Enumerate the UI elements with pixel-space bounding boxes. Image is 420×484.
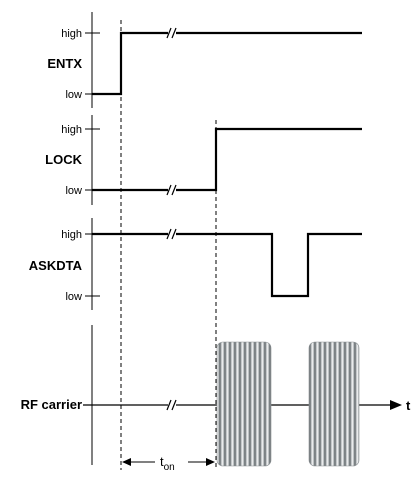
entx-panel: high low ENTX [47, 12, 362, 108]
lock-signal-name: LOCK [45, 152, 82, 167]
lock-low-label: low [65, 185, 82, 197]
entx-low-label: low [65, 89, 82, 101]
askdta-panel: high low ASKDTA [29, 218, 362, 310]
t-on-main: t [160, 454, 164, 469]
entx-signal-name: ENTX [47, 56, 82, 71]
askdta-time-break-icon [166, 228, 177, 240]
rf-time-break-icon [166, 399, 177, 411]
entx-time-break-icon [166, 27, 177, 39]
rf-panel: RF carrier t [21, 325, 411, 467]
t-on-interval: ton [122, 454, 215, 473]
lock-high-label: high [61, 124, 82, 136]
entx-high-label: high [61, 28, 82, 40]
time-axis-arrow-icon [390, 400, 402, 410]
askdta-high-label: high [61, 229, 82, 241]
askdta-low-label: low [65, 291, 82, 303]
t-on-right-arrow-icon [206, 458, 215, 466]
rf-signal-name: RF carrier [21, 397, 82, 412]
lock-waveform [92, 127, 362, 192]
rf-carrier-burst [216, 341, 272, 467]
lock-time-break-icon [166, 184, 177, 196]
time-axis-label: t [406, 398, 411, 413]
lock-panel: high low LOCK [45, 115, 362, 205]
entx-waveform [92, 31, 362, 96]
t-on-left-arrow-icon [122, 458, 131, 466]
t-on-label: ton [160, 454, 175, 473]
t-on-subscript: on [164, 462, 175, 473]
askdta-waveform [92, 232, 362, 298]
rf-carrier-burst [308, 341, 360, 467]
askdta-signal-name: ASKDTA [29, 258, 83, 273]
